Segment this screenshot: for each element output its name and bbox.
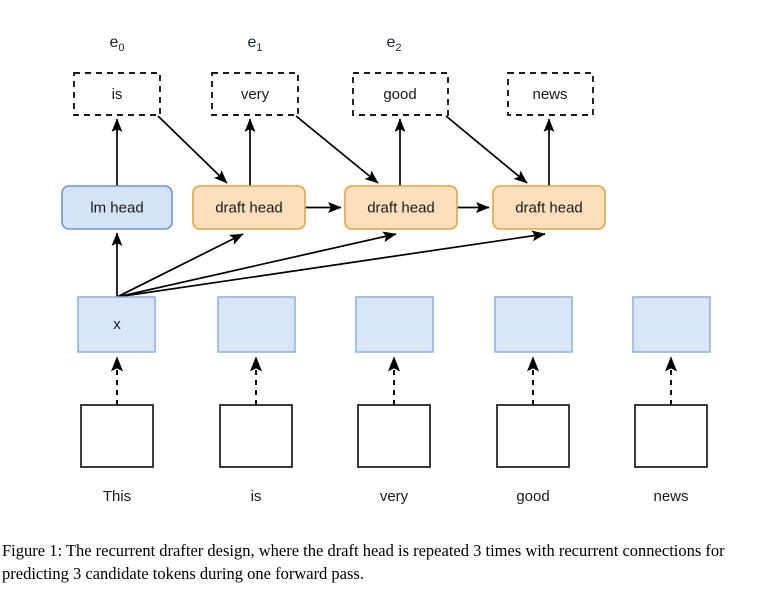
embedding-label-e1: e1: [247, 34, 262, 54]
input-box-3: [496, 404, 570, 468]
prediction-box-rect: [73, 72, 161, 116]
input-box-2: [357, 404, 431, 468]
hidden-box-4: [632, 296, 711, 353]
arrow-good-to-draft-head-3: [445, 115, 528, 184]
arrow-very-to-draft-head-2: [295, 115, 379, 184]
hidden-box-2: [355, 296, 434, 353]
draft-head-box-1: draft head: [192, 185, 306, 230]
figure-caption: Figure 1: The recurrent drafter design, …: [2, 541, 725, 583]
draft-head-rect: [492, 185, 606, 230]
hidden-box-rect: [355, 296, 434, 353]
draft-head-box-2: draft head: [344, 185, 458, 230]
hidden-box-3: [494, 296, 573, 353]
arrow-x-to-draft-head-3: [116, 230, 546, 298]
lm-head-label: lm head: [90, 199, 143, 216]
input-box-0: [80, 404, 154, 468]
input-to-hidden-arrows: [110, 356, 678, 405]
hidden-box-label: x: [113, 316, 121, 333]
input-token-label: This: [103, 488, 131, 505]
recurrent-drafter-diagram: is very good news e0 e1 e2: [61, 34, 711, 505]
prediction-box-rect: [352, 72, 449, 116]
input-token-label: news: [653, 488, 688, 505]
draft-head-label: draft head: [515, 199, 583, 216]
input-boxes-group: [80, 404, 708, 468]
embedding-labels-group: e0 e1 e2: [109, 34, 401, 54]
arrow-x-to-draft-head-1: [116, 233, 244, 298]
draft-head-box-3: draft head: [492, 185, 606, 230]
prediction-box-label: good: [383, 86, 416, 103]
hidden-to-head-arrows: [111, 230, 546, 298]
input-token-label: is: [251, 488, 262, 505]
draft-head-rect: [192, 185, 306, 230]
head-boxes-group: lm head draft head draft head draft head: [61, 185, 606, 230]
arrow-x-to-draft-head-2: [116, 231, 397, 298]
prediction-box-rect: [211, 72, 299, 116]
hidden-boxes-group: x: [77, 296, 711, 353]
input-box-1: [219, 404, 293, 468]
input-token-label: very: [380, 488, 409, 505]
embedding-label-e2: e2: [386, 34, 401, 54]
prediction-box-label: very: [241, 86, 270, 103]
prediction-box-2: good: [352, 72, 449, 116]
draft-head-rect: [344, 185, 458, 230]
prediction-box-1: very: [211, 72, 299, 116]
hidden-box-rect: [494, 296, 573, 353]
lm-head-rect: [61, 185, 173, 230]
embedding-label-e0: e0: [109, 34, 124, 54]
prediction-box-label: is: [112, 86, 123, 103]
draft-head-label: draft head: [215, 199, 283, 216]
hidden-box-0: x: [77, 296, 156, 353]
prediction-boxes-group: is very good news: [73, 72, 594, 116]
input-token-label: good: [516, 488, 549, 505]
hidden-box-rect: [217, 296, 296, 353]
prediction-box-3: news: [507, 72, 594, 116]
arrow-is-to-draft-head-1: [157, 115, 228, 184]
input-token-labels-group: This is very good news: [103, 488, 689, 505]
prediction-box-0: is: [73, 72, 161, 116]
prediction-to-next-head-arrows: [157, 115, 528, 184]
prediction-box-label: news: [532, 86, 567, 103]
prediction-box-rect: [507, 72, 594, 116]
draft-head-label: draft head: [367, 199, 435, 216]
hidden-box-1: [217, 296, 296, 353]
input-box-4: [634, 404, 708, 468]
hidden-box-rect: [632, 296, 711, 353]
head-to-prediction-arrows: [111, 118, 555, 186]
hidden-box-rect: [77, 296, 156, 353]
lm-head-box: lm head: [61, 185, 173, 230]
